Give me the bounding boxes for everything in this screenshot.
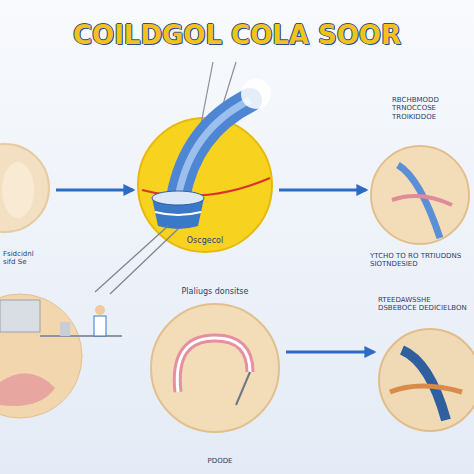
- node-label: Fsidcidnl sifd Se: [3, 250, 45, 267]
- wire: [110, 229, 178, 294]
- lab-equipment: [60, 322, 70, 336]
- bucket-rim: [152, 191, 204, 205]
- node-label: YTCHO TO RO TRTIUDDNS SIOTNDESIED: [370, 252, 470, 269]
- node-label: RBCHBMODD TRNOCCOSE TROIKIDDOE: [392, 96, 470, 121]
- red-band: [142, 178, 270, 196]
- node-label: RTEEDAWSSHE DSBEBOCE DEDICIELBON: [378, 296, 470, 313]
- flow-arrow: [279, 189, 366, 192]
- tube: [178, 100, 250, 198]
- flow-arrow: [286, 351, 374, 354]
- circle-shape: [138, 118, 272, 252]
- circle-node: Plaliugs donsitsePDODE: [150, 303, 280, 433]
- wire: [95, 226, 168, 292]
- tube-highlight: [178, 100, 250, 198]
- flow-arrow: [56, 189, 133, 192]
- circle-shape: [151, 304, 279, 432]
- lab-person-body: [94, 316, 106, 336]
- probe: [236, 372, 250, 405]
- circle-outline: [378, 328, 474, 432]
- node-label: Plaliugs donsitse: [150, 287, 280, 297]
- circle-node: Fsidcidnl sifd Se: [0, 143, 50, 233]
- circle-outline: [370, 145, 470, 245]
- limb-vessel: [392, 196, 452, 205]
- circle-outline: [150, 303, 280, 433]
- organ: [0, 373, 55, 406]
- node-label: PDODE: [180, 457, 260, 465]
- circle-node: Oscgecol: [137, 117, 273, 253]
- light-glow: [241, 79, 271, 109]
- circle-shape: [0, 144, 49, 232]
- circle-shape: [371, 146, 469, 244]
- limb-tube: [398, 165, 440, 238]
- bucket: [152, 198, 204, 229]
- lab-shelf: [0, 300, 40, 332]
- circle-outline: [137, 117, 273, 253]
- lab-circle: [0, 294, 82, 418]
- circle-outline: [0, 143, 50, 233]
- skin-detail: [2, 162, 34, 218]
- circle-shape: [379, 329, 474, 431]
- lab-person-head: [95, 305, 105, 315]
- device-part: [402, 350, 446, 420]
- device-band: [390, 386, 462, 392]
- organ-tube: [177, 338, 250, 392]
- diagram-title: COILDGOL COLA SOOR: [0, 20, 474, 50]
- lab-desk: [40, 335, 122, 337]
- circle-node: RTEEDAWSSHE DSBEBOCE DEDICIELBON: [378, 328, 474, 432]
- organ-highlight: [177, 338, 250, 392]
- node-label: Oscgecol: [172, 236, 238, 246]
- wire: [212, 62, 236, 140]
- bucket-band: [155, 212, 201, 215]
- wire: [196, 62, 213, 150]
- circle-node: RBCHBMODD TRNOCCOSE TROIKIDDOEYTCHO TO R…: [370, 145, 470, 245]
